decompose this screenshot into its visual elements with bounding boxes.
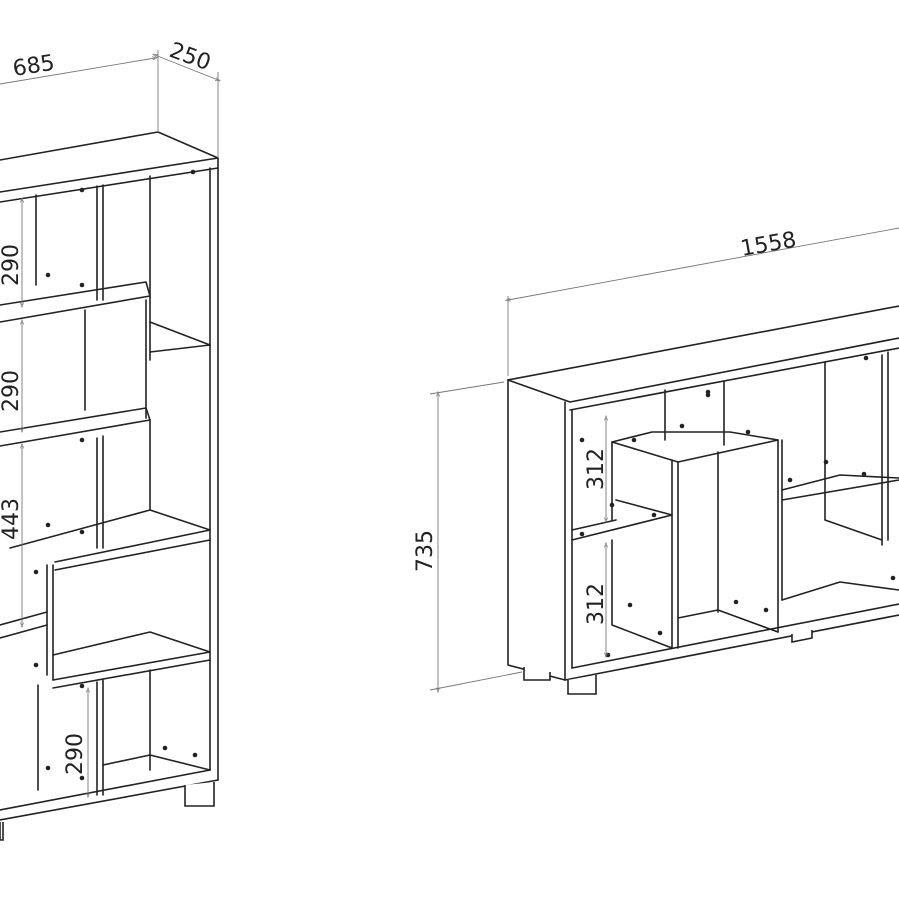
tall-spacing-label-2: 290 bbox=[0, 370, 24, 412]
low-width-label: 1558 bbox=[739, 228, 798, 262]
tall-bookcase bbox=[0, 50, 218, 841]
tall-spacing-label-1: 290 bbox=[0, 244, 24, 286]
tall-width-label: 685 bbox=[11, 51, 56, 82]
low-height-label: 735 bbox=[413, 530, 438, 572]
low-sideboard bbox=[429, 227, 899, 695]
tall-spacing-label-3: 443 bbox=[0, 498, 24, 540]
tall-depth-label: 250 bbox=[166, 38, 214, 76]
low-spacing-label-2: 312 bbox=[584, 583, 609, 625]
tall-spacing-label-4: 290 bbox=[63, 733, 88, 775]
low-spacing-label-1: 312 bbox=[584, 448, 609, 490]
